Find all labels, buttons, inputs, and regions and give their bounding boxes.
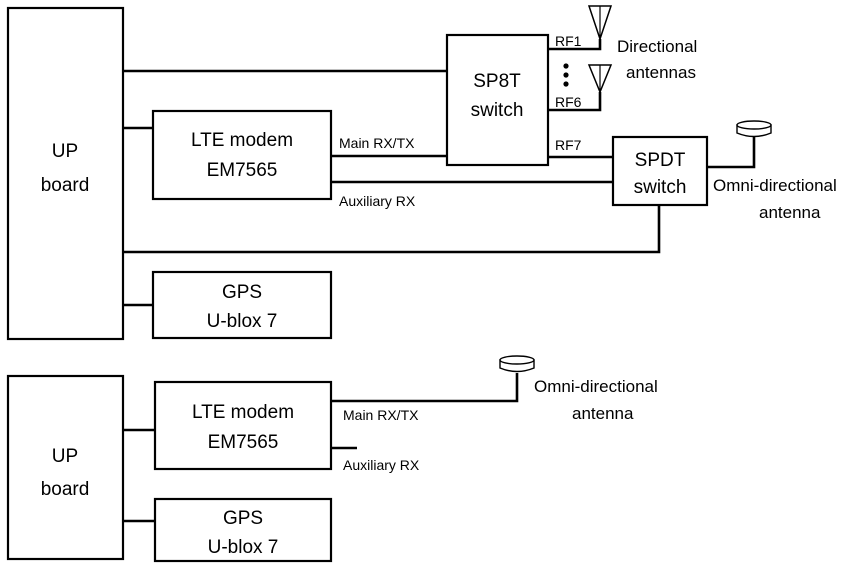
- wire-omni-antenna: [707, 136, 756, 169]
- up-board: UP board: [6, 374, 125, 561]
- up-board: UP board: [6, 6, 125, 341]
- gps-label-2: U-blox 7: [208, 537, 279, 558]
- lte-modem-label-2: EM7565: [207, 160, 278, 181]
- sp8t-label-1: SP8T: [473, 71, 521, 92]
- spdt-switch: SPDT switch: [611, 135, 709, 207]
- rf1-label: RF1: [555, 33, 582, 49]
- omni-antenna-icon: [736, 120, 772, 138]
- sp8t-switch: SP8T switch: [445, 33, 550, 167]
- wire-main-rx-tx: [331, 373, 519, 403]
- gps-label-1: GPS: [223, 508, 263, 529]
- up-board-label-1: UP: [52, 446, 78, 467]
- lte-modem-label-1: LTE modem: [191, 130, 293, 151]
- omni-antenna-icon: [499, 355, 535, 373]
- spdt-label-1: SPDT: [635, 150, 686, 171]
- up-board-label-2: board: [41, 175, 90, 196]
- lte-modem-label-2: EM7565: [208, 432, 279, 453]
- bottom-wires: [123, 373, 519, 523]
- wire-up-to-spdt: [123, 205, 661, 254]
- gps-label-1: GPS: [222, 282, 262, 303]
- directional-antennas-label-1: Directional: [617, 37, 697, 56]
- omni-antenna-label-2: antenna: [759, 203, 821, 222]
- top-wires: [123, 39, 756, 307]
- directional-antennas-label-2: antennas: [626, 63, 696, 82]
- rf6-label: RF6: [555, 94, 582, 110]
- omni-antenna-label-2: antenna: [572, 404, 634, 423]
- bottom-diagram: UP board LTE modem EM7565 GPS U-blox 7 M…: [6, 355, 658, 563]
- omni-antenna-label-1: Omni-directional: [534, 377, 658, 396]
- top-diagram: UP board LTE modem EM7565 GPS U-blox 7 S…: [6, 5, 837, 341]
- main-rx-tx-label: Main RX/TX: [339, 135, 415, 151]
- up-board-label-2: board: [41, 479, 90, 500]
- lte-modem: LTE modem EM7565: [153, 380, 333, 471]
- sp8t-label-2: switch: [471, 100, 524, 121]
- rf7-label: RF7: [555, 137, 582, 153]
- spdt-label-2: switch: [634, 177, 687, 198]
- auxiliary-rx-label: Auxiliary RX: [343, 457, 420, 473]
- omni-antenna-label-1: Omni-directional: [713, 176, 837, 195]
- up-board-label-1: UP: [52, 141, 78, 162]
- wire-rf6: [548, 92, 602, 112]
- auxiliary-rx-label: Auxiliary RX: [339, 193, 416, 209]
- wire-rf1: [548, 39, 602, 51]
- gps-module: GPS U-blox 7: [153, 497, 333, 563]
- lte-modem-label-1: LTE modem: [192, 402, 294, 423]
- lte-modem: LTE modem EM7565: [151, 109, 333, 201]
- ellipsis-dots: [563, 63, 569, 87]
- main-rx-tx-label: Main RX/TX: [343, 407, 419, 423]
- gps-label-2: U-blox 7: [207, 311, 278, 332]
- directional-antenna-icon: [587, 5, 613, 42]
- directional-antenna-icon: [587, 64, 613, 94]
- gps-module: GPS U-blox 7: [151, 270, 333, 340]
